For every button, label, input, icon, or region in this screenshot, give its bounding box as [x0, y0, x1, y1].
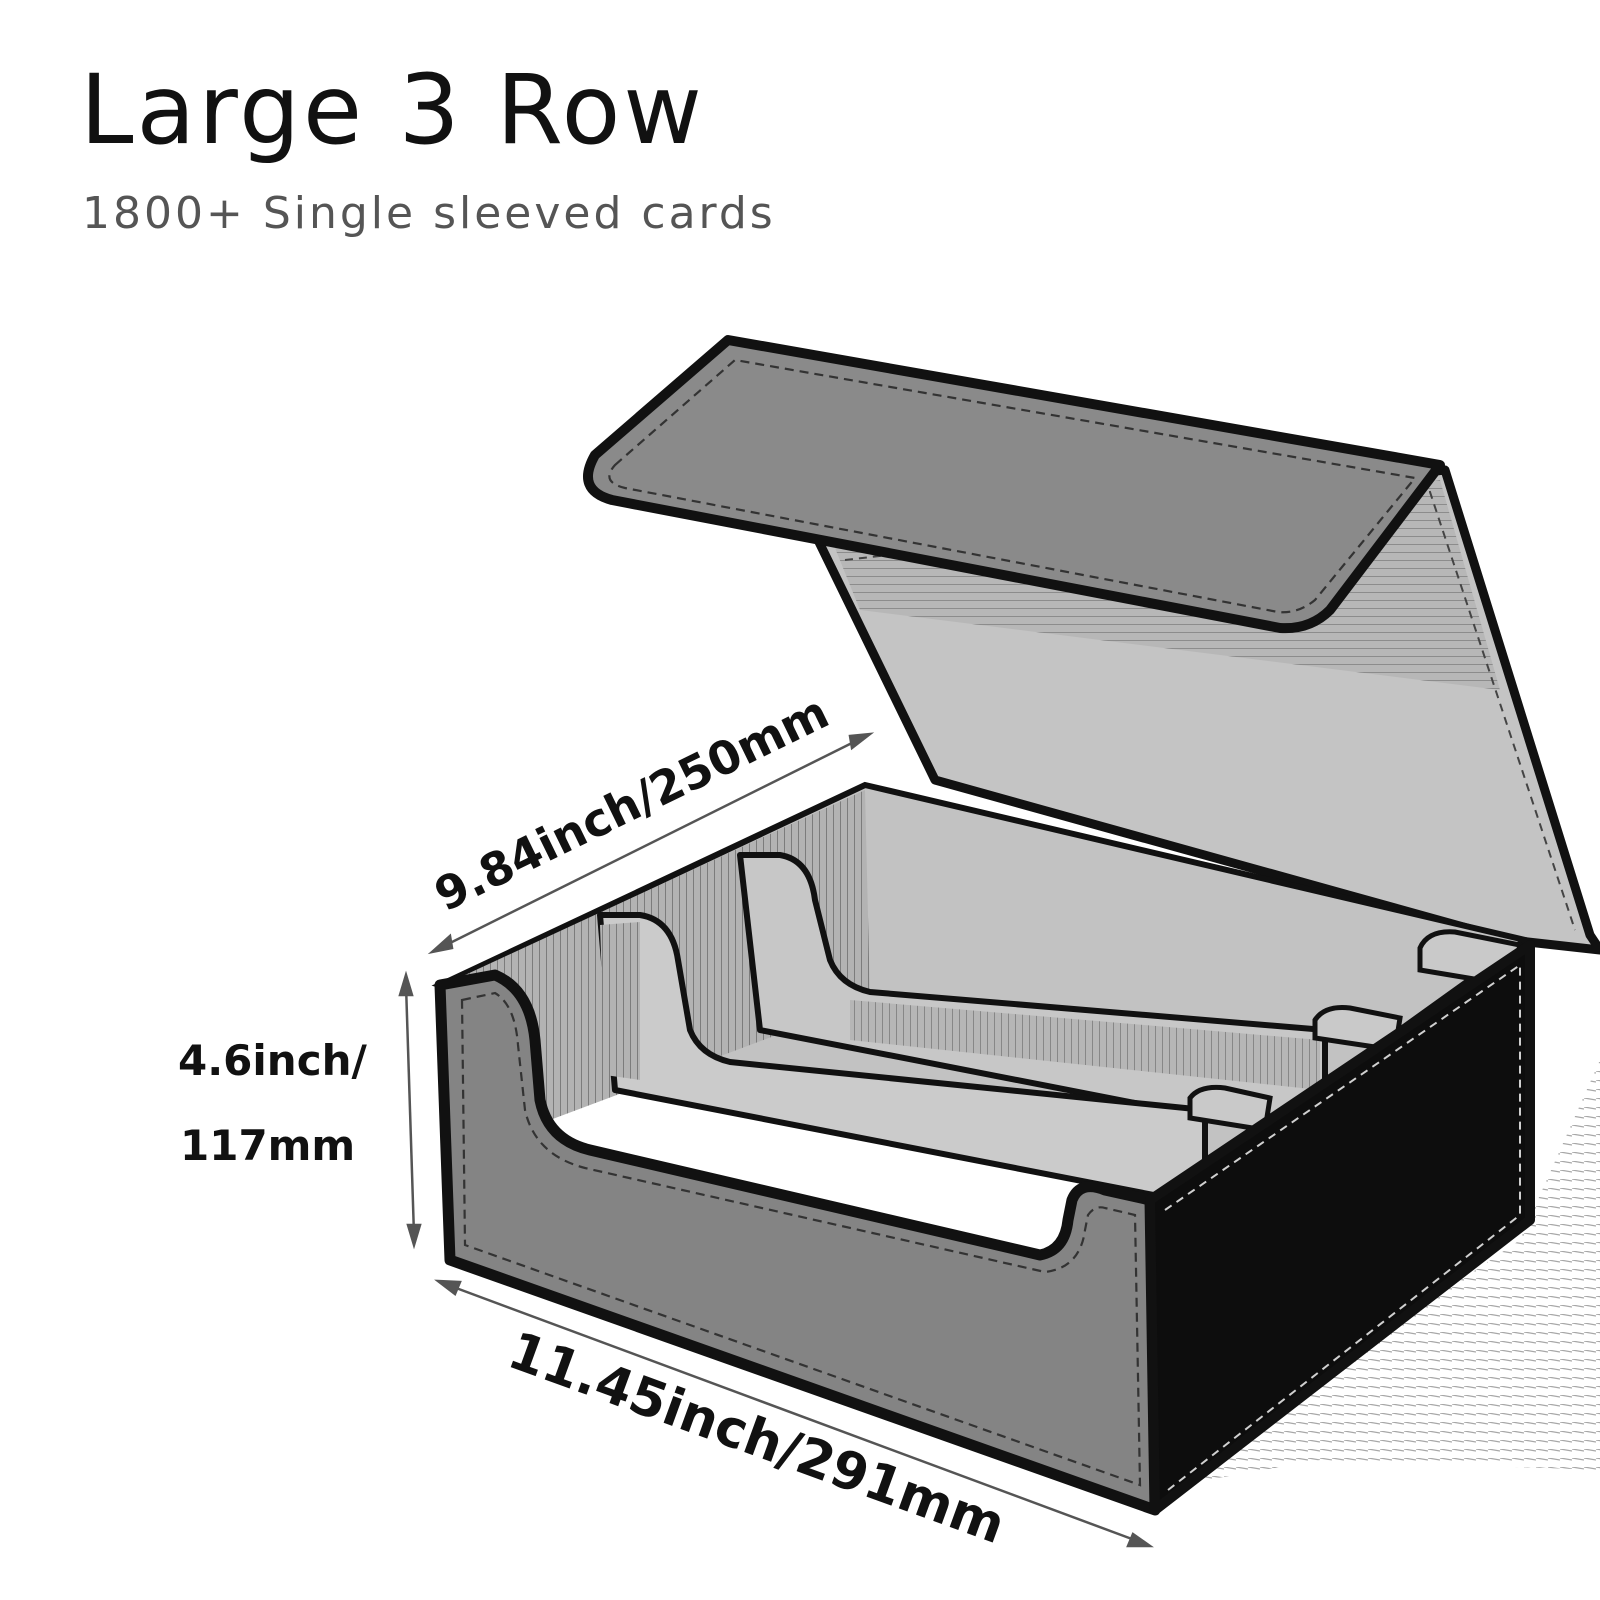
- ground-shadow: [1150, 1060, 1600, 1490]
- width-dimension-arrow: [434, 1279, 1154, 1548]
- divider-middle: [597, 912, 1208, 1208]
- height-label-line1: 4.6inch/: [178, 1036, 367, 1085]
- box-lid: [583, 335, 1445, 634]
- depth-dimension-arrow: [427, 732, 875, 955]
- box-front-panel: [434, 969, 1161, 1516]
- box-side-panel: [1145, 940, 1535, 1515]
- divider-rear-ribs: [850, 1000, 1320, 1090]
- product-subtitle: 1800+ Single sleeved cards: [82, 188, 776, 239]
- divider-middle-ribs: [600, 922, 640, 1080]
- lid-stitch: [608, 358, 1418, 614]
- front-panel-stitch: [460, 991, 1142, 1487]
- side-panel-stitch: [1164, 963, 1521, 1491]
- height-label-line2: 117mm: [180, 1121, 356, 1170]
- height-dimension-arrow: [398, 970, 422, 1250]
- product-title: Large 3 Row: [80, 54, 705, 166]
